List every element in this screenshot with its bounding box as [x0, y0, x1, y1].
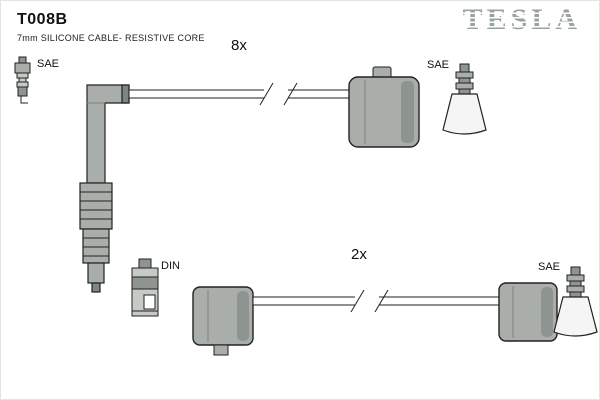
coil-boot-top — [79, 84, 130, 293]
quantity-bottom: 2x — [351, 246, 367, 263]
din-label: DIN — [161, 260, 180, 272]
sae-label-top: SAE — [427, 59, 450, 71]
part-number: T008B — [17, 11, 68, 28]
distributor-boot-top — [348, 66, 420, 148]
spark-plug-icon — [14, 56, 31, 104]
sae-label-bottom: SAE — [538, 261, 561, 273]
cable-bottom — [252, 289, 500, 313]
quantity-top: 8x — [231, 37, 247, 54]
boot-bottom-right — [498, 282, 558, 342]
product-subtitle: 7mm SILICONE CABLE- RESISTIVE CORE — [17, 33, 205, 43]
sae-terminal-top-icon — [442, 63, 487, 135]
sae-terminal-bottom-icon — [553, 266, 598, 337]
cable-top — [128, 82, 350, 106]
boot-bottom-left — [192, 286, 254, 356]
sae-label-plug: SAE — [37, 58, 60, 70]
din-connector-icon — [131, 258, 159, 317]
brand-logo: TESLA — [462, 3, 582, 36]
